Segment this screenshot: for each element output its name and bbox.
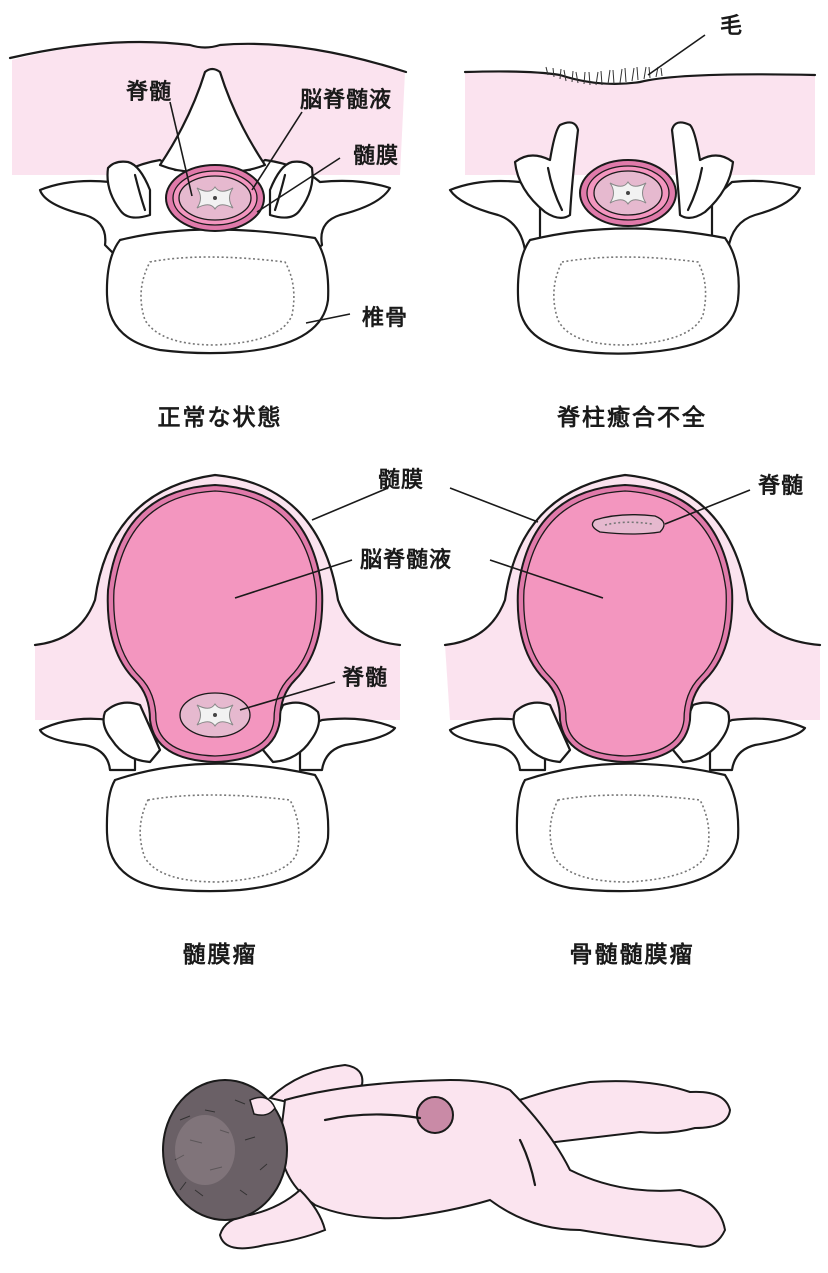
label-csf: 脳脊髄液 — [300, 88, 393, 113]
panel-normal: 脊髄 脳脊髄液 髄膜 椎骨 正常な状態 — [0, 0, 420, 440]
label-vertebra: 椎骨 — [362, 306, 409, 331]
infant-figure — [150, 1040, 750, 1273]
infant-illustration — [162, 1063, 732, 1250]
caption-spina-bifida: 脊柱癒合不全 — [557, 405, 707, 431]
caption-meningocele: 髄膜瘤 — [182, 942, 258, 968]
label-meninges: 髄膜 — [353, 144, 400, 169]
label-hair: 毛 — [720, 14, 744, 39]
myelomeningocele-illustration — [443, 473, 822, 893]
normal-vertebra-illustration — [8, 40, 408, 355]
label-spinal-cord: 脊髄 — [758, 474, 805, 499]
panel-meningocele: 髄膜 脳脊髄液 脊髄 髄膜瘤 — [0, 450, 451, 970]
label-spinal-cord: 脊髄 — [126, 80, 173, 105]
panel-spina-bifida: 毛 脊柱癒合不全 — [420, 0, 828, 440]
label-csf: 脳脊髄液 — [360, 548, 453, 573]
panel-myelomeningocele: 脊髄 骨髄髄膜瘤 — [420, 450, 828, 970]
label-meninges: 髄膜 — [378, 468, 425, 493]
meningocele-illustration — [33, 473, 402, 893]
caption-normal: 正常な状態 — [157, 405, 283, 431]
label-spinal-cord: 脊髄 — [342, 666, 389, 691]
spina-bifida-illustration — [448, 34, 817, 355]
caption-myelomeningocele: 骨髄髄膜瘤 — [569, 942, 695, 968]
